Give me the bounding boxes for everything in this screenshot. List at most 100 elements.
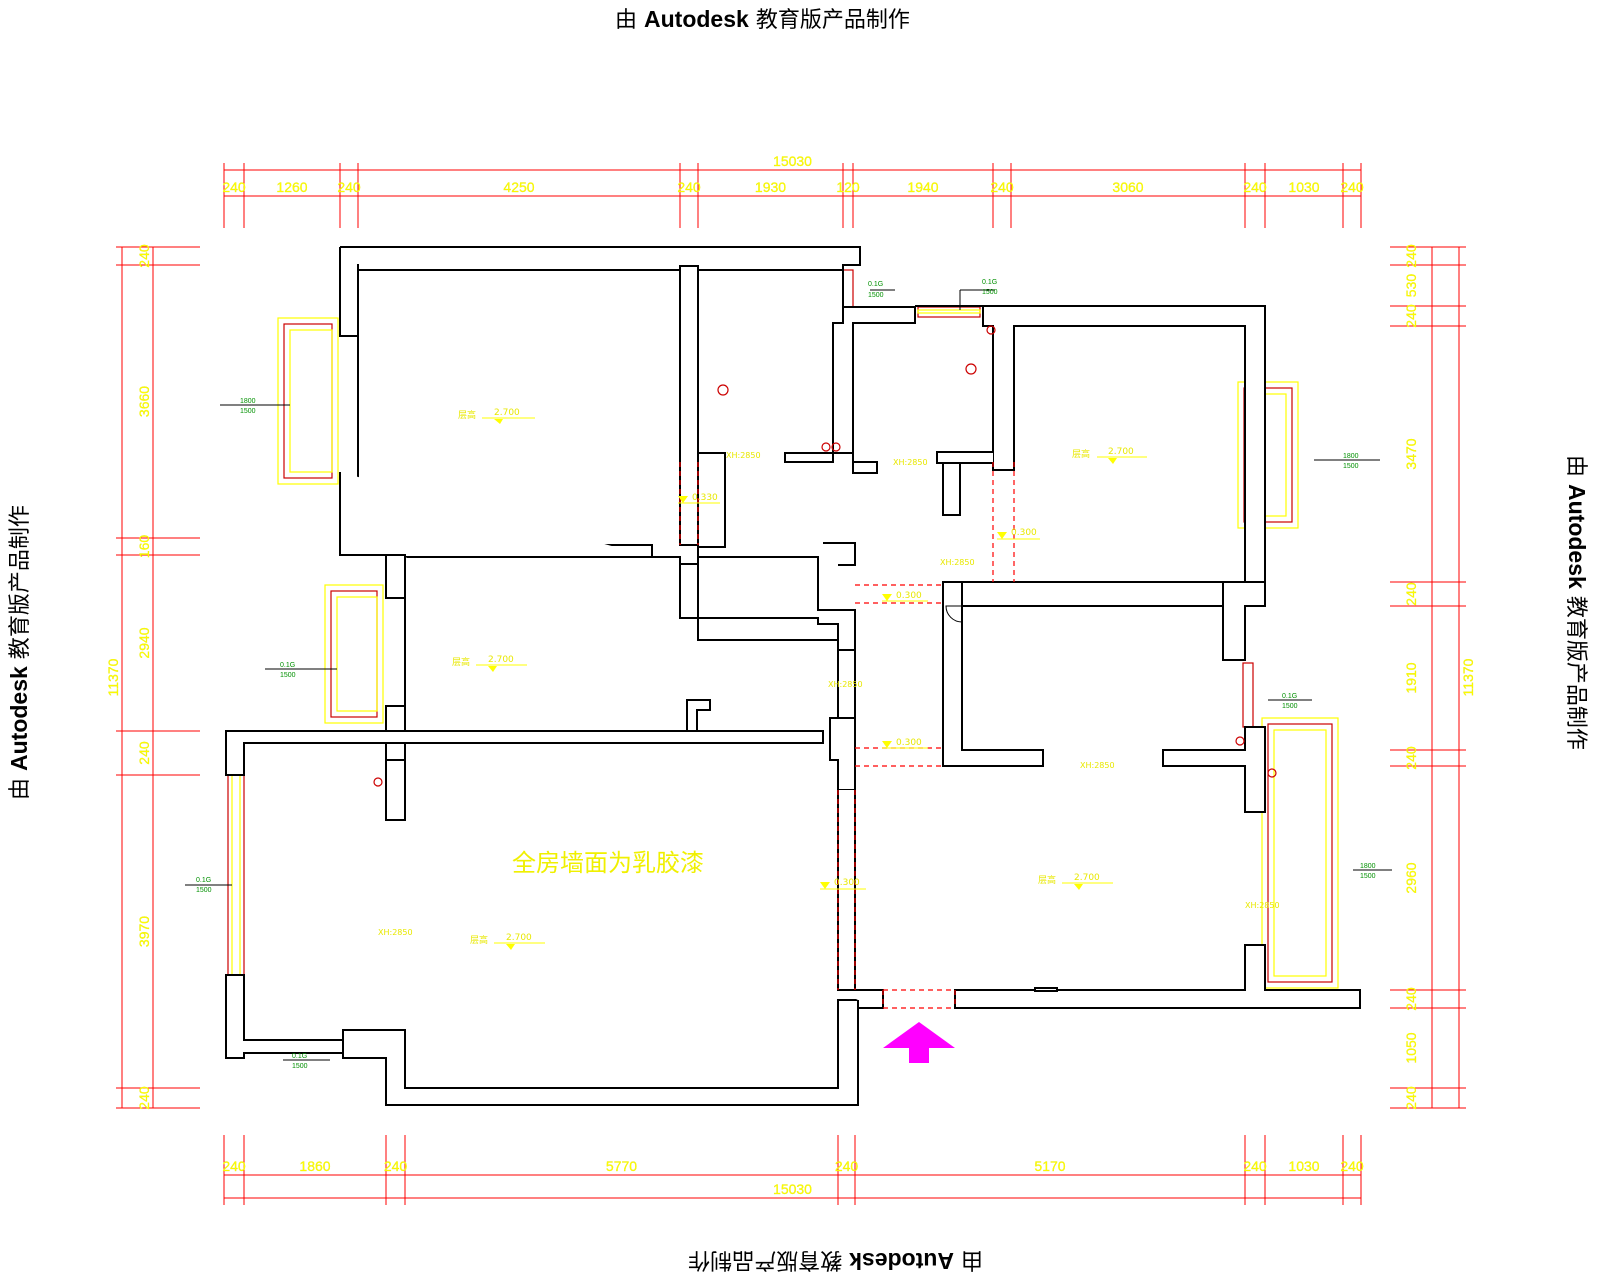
svg-text:2.700: 2.700 — [506, 933, 532, 943]
left-dim-label: 160 — [136, 535, 152, 559]
left-dim-label: 240 — [136, 741, 152, 765]
floor-label-6: XH:2850 — [1245, 901, 1280, 910]
svg-text:2.700: 2.700 — [488, 655, 514, 665]
top-dim-label: 3060 — [1112, 179, 1143, 195]
right-dim-label: 240 — [1403, 987, 1419, 1011]
svg-text:1500: 1500 — [196, 887, 212, 894]
svg-text:0.1G: 0.1G — [196, 877, 211, 884]
svg-text:层高: 层高 — [470, 934, 488, 946]
right-dim-label: 1910 — [1403, 662, 1419, 693]
svg-text:层高: 层高 — [1072, 448, 1090, 460]
svg-text:2.700: 2.700 — [494, 408, 520, 418]
door-swing-icon — [945, 605, 963, 623]
bottom-dim-label: 5770 — [606, 1158, 637, 1174]
floor-label-2: XH:2850 — [893, 458, 928, 467]
bottom-dim-label: 240 — [222, 1158, 246, 1174]
svg-text:1500: 1500 — [982, 289, 998, 296]
floor-label-5: XH:2850 — [1080, 761, 1115, 770]
top-dim-label: 240 — [677, 179, 701, 195]
svg-text:0.1G: 0.1G — [280, 662, 295, 669]
floor-marker-4: 0.300 — [882, 738, 928, 749]
floor-marker-2: 0.300 — [997, 528, 1040, 540]
entry-arrow-icon — [883, 1022, 955, 1063]
wall-finish-note: 全房墙面为乳胶漆 — [512, 849, 704, 877]
svg-text:0.1G: 0.1G — [1282, 693, 1297, 700]
top-total-label: 15030 — [773, 153, 812, 169]
svg-text:层高: 层高 — [458, 409, 476, 421]
svg-text:1500: 1500 — [1282, 703, 1298, 710]
top-dim-label: 120 — [836, 179, 860, 195]
window-callouts — [185, 289, 1392, 1061]
floor-label-7: XH:2850 — [378, 928, 413, 937]
svg-text:1800: 1800 — [1343, 453, 1359, 460]
bottom-dim-label: 240 — [835, 1158, 859, 1174]
svg-text:0.300: 0.300 — [1011, 528, 1037, 538]
floor-label-1: XH:2850 — [726, 451, 761, 460]
left-total-label: 11370 — [105, 658, 121, 696]
top-dim-label: 240 — [1340, 179, 1364, 195]
watermark-top: 由 Autodesk 教育版产品制作 — [615, 6, 910, 33]
right-dim-label: 240 — [1403, 244, 1419, 268]
left-dim-label: 240 — [136, 1086, 152, 1110]
right-dim-label: 240 — [1403, 304, 1419, 328]
right-dim-label: 240 — [1403, 582, 1419, 606]
walls — [225, 246, 1361, 1106]
bottom-dim-label: 240 — [1243, 1158, 1267, 1174]
left-dim-label: 240 — [136, 244, 152, 268]
svg-text:2.700: 2.700 — [1108, 447, 1134, 457]
openings — [679, 462, 1015, 1009]
top-dim-label: 240 — [222, 179, 246, 195]
right-dim-label: 3470 — [1403, 438, 1419, 469]
svg-text:1500: 1500 — [292, 1063, 308, 1070]
right-dim-label: 2960 — [1403, 862, 1419, 893]
left-dim-label: 3970 — [136, 916, 152, 947]
top-dim-label: 1030 — [1288, 179, 1319, 195]
ceiling-label-3: 层高 2.700 — [1072, 447, 1147, 464]
floor-marker-1: 0.330 — [678, 493, 720, 504]
svg-text:1500: 1500 — [1343, 463, 1359, 470]
svg-text:0.330: 0.330 — [692, 493, 718, 503]
window-tags: 1800 1500 0.1G 1500 1800 1500 0.1G 1500 1800… — [196, 279, 1376, 1070]
right-dim-label: 1050 — [1403, 1032, 1419, 1063]
floor-label-3: XH:2850 — [940, 558, 975, 567]
ceiling-label-2: 层高 2.700 — [452, 655, 527, 672]
bottom-dim-label: 5170 — [1034, 1158, 1065, 1174]
svg-text:0.300: 0.300 — [834, 878, 860, 888]
svg-text:0.1G: 0.1G — [292, 1053, 307, 1060]
svg-text:层高: 层高 — [1038, 874, 1056, 886]
left-dim-label: 3660 — [136, 386, 152, 417]
bottom-dim-label: 240 — [1340, 1158, 1364, 1174]
svg-text:0.1G: 0.1G — [982, 279, 997, 286]
floor-marker-3: 0.300 — [882, 591, 928, 602]
bottom-total-label: 15030 — [773, 1181, 812, 1197]
svg-text:1800: 1800 — [240, 398, 256, 405]
top-dim-label: 1260 — [276, 179, 307, 195]
svg-text:层高: 层高 — [452, 656, 470, 668]
bottom-dim-label: 1860 — [299, 1158, 330, 1174]
svg-text:1500: 1500 — [1360, 873, 1376, 880]
left-dim-label: 2940 — [136, 627, 152, 658]
svg-text:1800: 1800 — [1360, 863, 1376, 870]
svg-text:0.300: 0.300 — [896, 738, 922, 748]
right-dim-label: 530 — [1403, 274, 1419, 298]
right-dim-label: 240 — [1403, 746, 1419, 770]
right-dim-label: 240 — [1403, 1086, 1419, 1110]
svg-text:1500: 1500 — [280, 672, 296, 679]
top-dim-label: 240 — [1243, 179, 1267, 195]
floor-marker-5: 0.300 — [820, 878, 866, 890]
bottom-dim-label: 1030 — [1288, 1158, 1319, 1174]
floor-label-4: XH:2850 — [828, 680, 863, 689]
right-total-label: 11370 — [1460, 658, 1476, 696]
top-dim-label: 4250 — [503, 179, 534, 195]
fixture-markers — [373, 325, 1277, 787]
top-dim-label: 240 — [337, 179, 361, 195]
svg-text:0.1G: 0.1G — [868, 281, 883, 288]
svg-text:1500: 1500 — [868, 292, 884, 299]
top-dim-label: 240 — [990, 179, 1014, 195]
svg-text:1500: 1500 — [240, 408, 256, 415]
top-dim-label: 1940 — [907, 179, 938, 195]
